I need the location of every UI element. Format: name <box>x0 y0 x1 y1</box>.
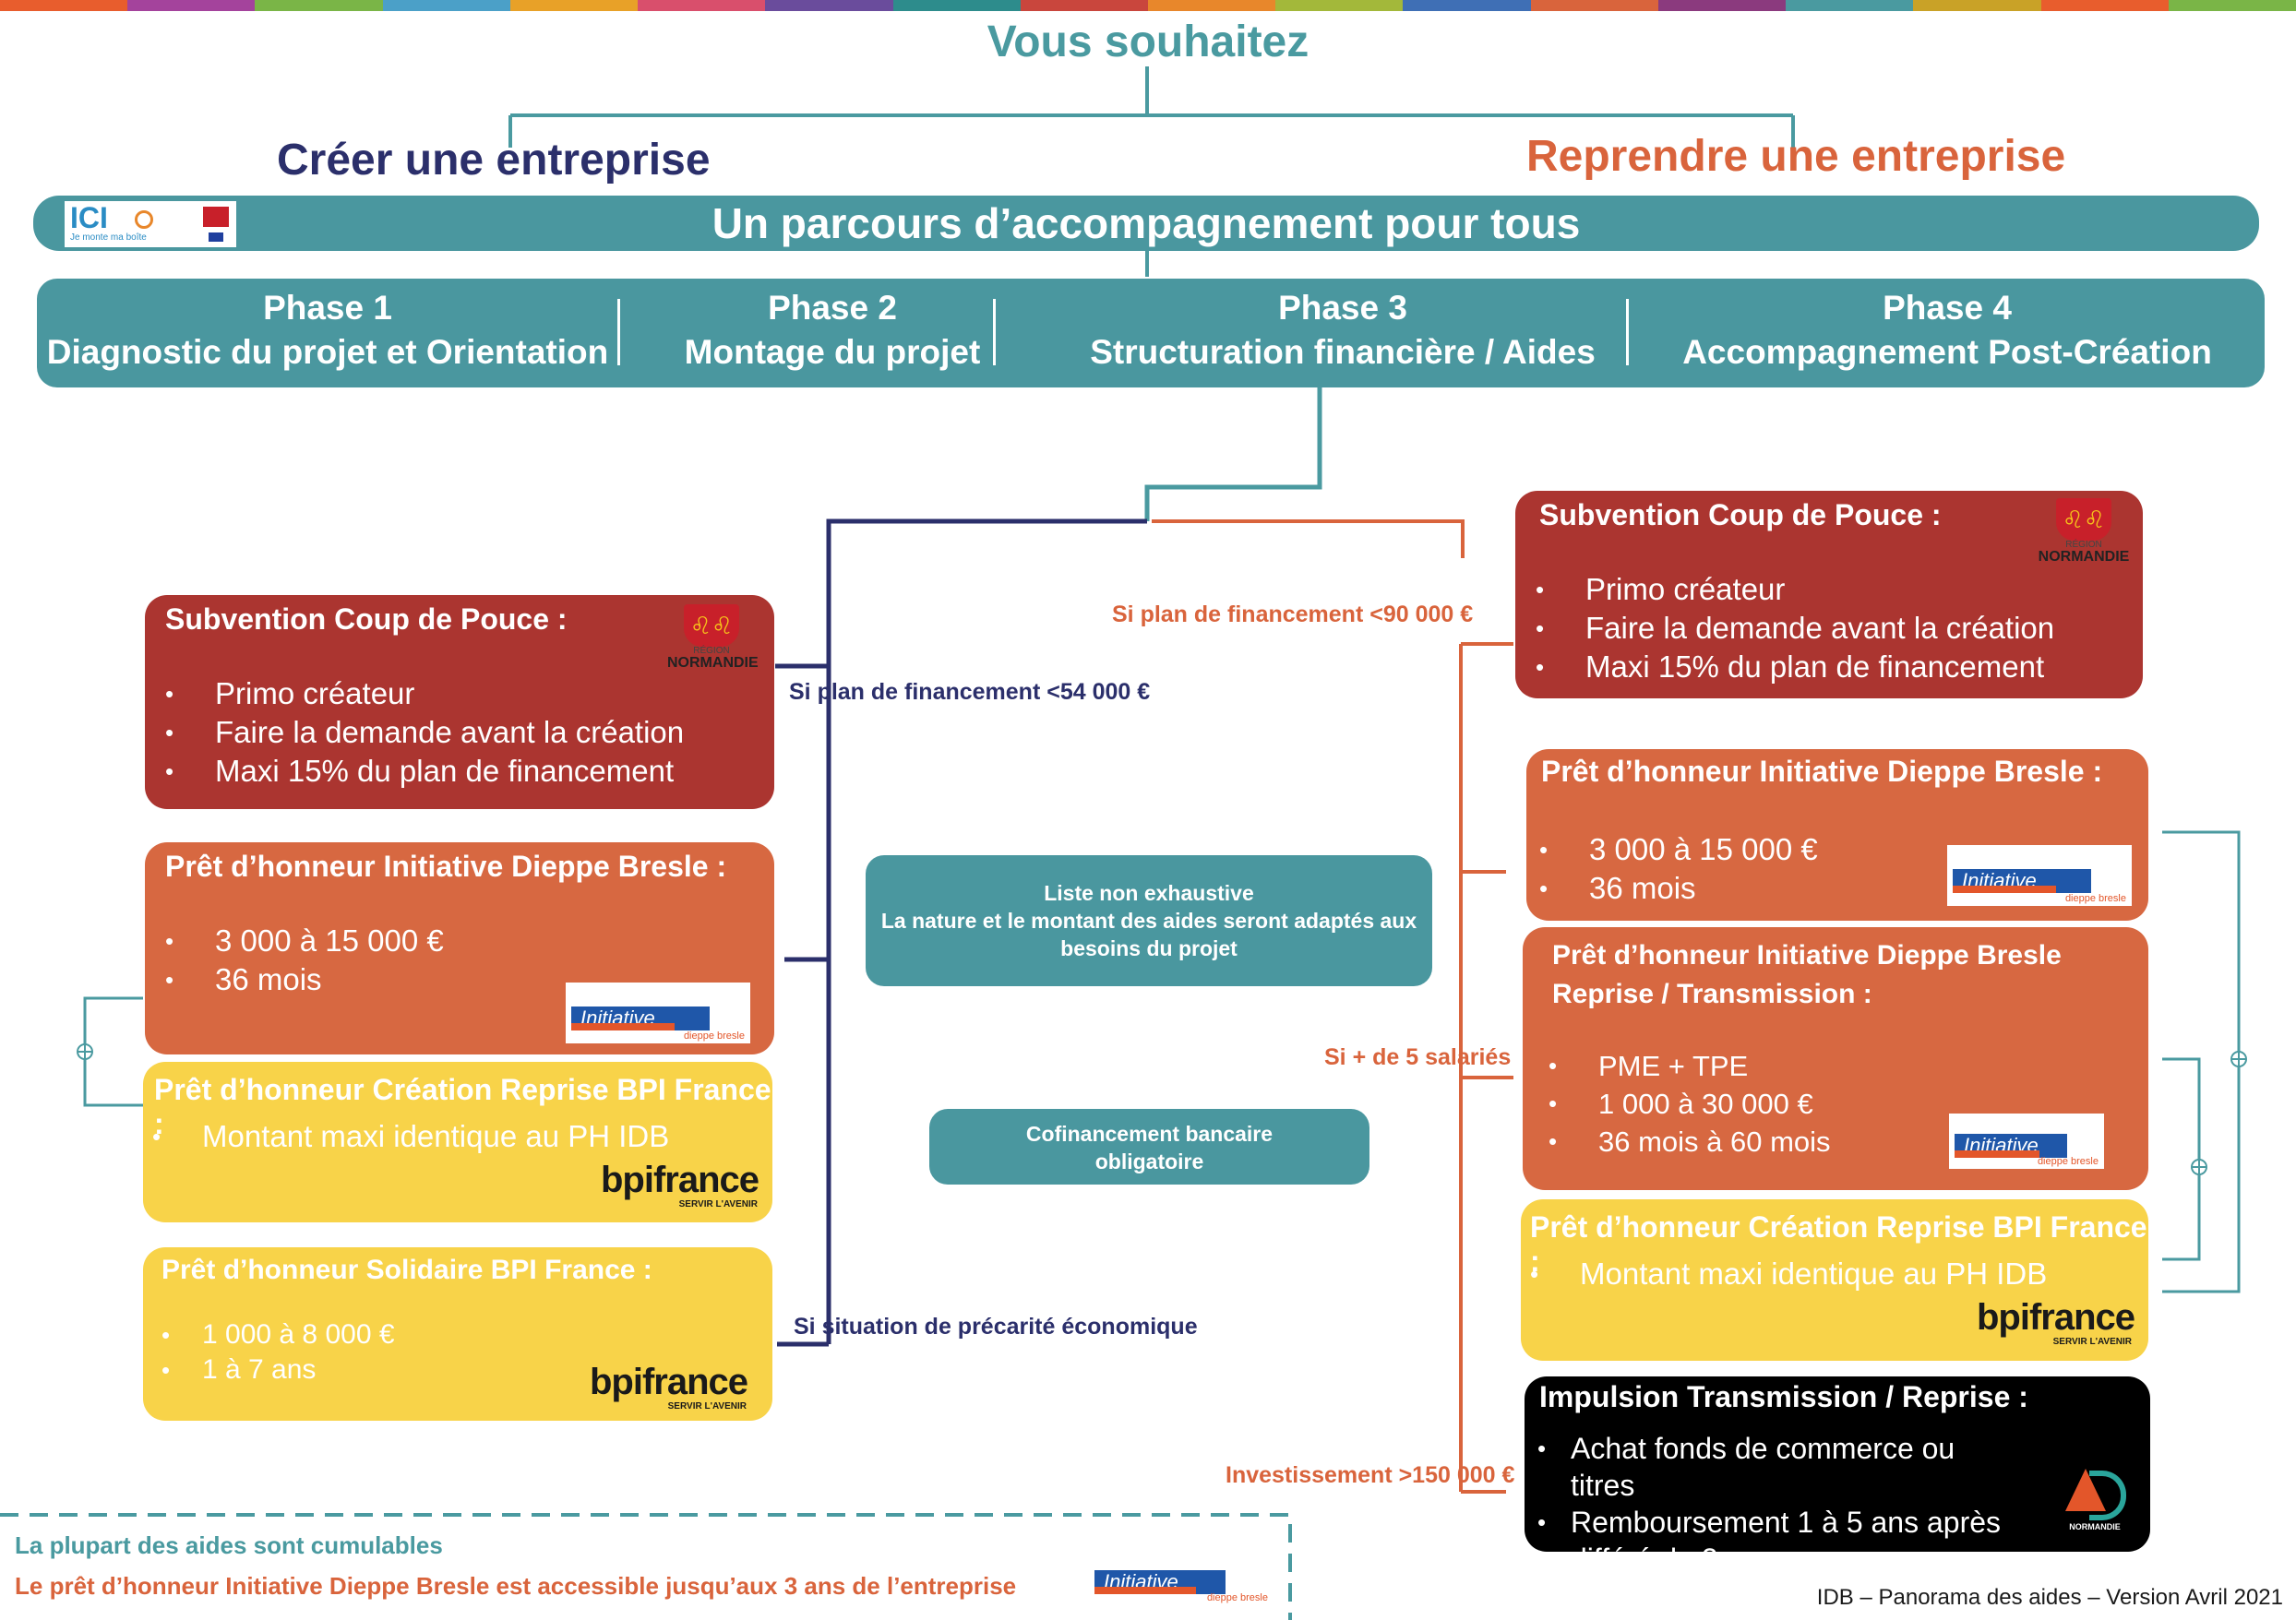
condition-left-precarite: Si situation de précarité économique <box>794 1314 1198 1340</box>
branch-creer-label: Créer une entreprise <box>277 136 711 185</box>
right-subvention-box: Subvention Coup de Pouce : ♌♌ RÉGION NOR… <box>1515 491 2143 698</box>
strip-segment <box>2168 0 2296 11</box>
footer-acces: Le prêt d’honneur Initiative Dieppe Bres… <box>15 1572 1017 1600</box>
page-title: Vous souhaitez <box>987 18 1309 66</box>
list-item: Montant maxi identique au PH IDB <box>152 1117 669 1156</box>
strip-segment <box>1786 0 1914 11</box>
list-item: 1 à 7 ans <box>161 1352 395 1388</box>
list-item: Montant maxi identique au PH IDB <box>1530 1255 2047 1293</box>
initiative-logo: Initiative dieppe bresle <box>1947 845 2132 906</box>
list-item: Primo créateur <box>165 674 684 713</box>
right-pret-idb-title: Prêt d’honneur Initiative Dieppe Bresle … <box>1541 755 2103 788</box>
list-item: 3 000 à 15 000 € <box>1539 830 1818 869</box>
region-normandie-logo: ♌♌ RÉGION NORMANDIE <box>667 604 759 671</box>
right-pret-reprise-list: PME + TPE 1 000 à 30 000 € 36 mois à 60 … <box>1549 1047 1831 1161</box>
strip-segment <box>1020 0 1148 11</box>
left-pret-bpi-list: Montant maxi identique au PH IDB <box>152 1117 669 1156</box>
list-item: 1 000 à 8 000 € <box>161 1317 395 1352</box>
strip-segment <box>509 0 639 11</box>
list-item: Faire la demande avant la création <box>165 713 684 752</box>
strip-segment <box>1147 0 1276 11</box>
right-subvention-title: Subvention Coup de Pouce : <box>1539 498 1942 531</box>
parcours-title: Un parcours d’accompagnement pour tous <box>712 199 1581 247</box>
region-normandie-logo: ♌♌ RÉGION NORMANDIE <box>2038 498 2130 565</box>
left-subvention-title: Subvention Coup de Pouce : <box>165 602 568 636</box>
bpifrance-logo: bpifrance SERVIR L'AVENIR <box>582 1360 754 1415</box>
right-pret-reprise-title: Prêt d’honneur Initiative Dieppe Bresle … <box>1552 940 2062 1009</box>
right-subvention-list: Primo créateur Faire la demande avant la… <box>1536 570 2054 686</box>
list-item: PME + TPE <box>1549 1047 1831 1085</box>
initiative-logo: Initiative dieppe bresle <box>1949 1114 2104 1169</box>
list-item: 36 mois à 60 mois <box>1549 1123 1831 1161</box>
right-impulsion-list: Achat fonds de commerce ou titres Rembou… <box>1537 1430 2017 1578</box>
left-pret-bpi-box: Prêt d’honneur Création Reprise BPI Fran… <box>143 1062 772 1222</box>
left-pret-idb-list: 3 000 à 15 000 € 36 mois <box>165 922 444 999</box>
bpifrance-logo: bpifrance SERVIR L'AVENIR <box>1969 1295 2139 1351</box>
right-pret-idb-list: 3 000 à 15 000 € 36 mois <box>1539 830 1818 908</box>
list-item: Remboursement 1 à 5 ans après différé de… <box>1537 1504 2017 1578</box>
left-pret-solidaire-box: Prêt d’honneur Solidaire BPI France : 1 … <box>143 1247 772 1421</box>
strip-segment <box>1657 0 1787 11</box>
right-pret-bpi-box: Prêt d’honneur Création Reprise BPI Fran… <box>1521 1199 2148 1361</box>
strip-segment <box>0 0 128 11</box>
strip-segment <box>382 0 510 11</box>
list-item: 36 mois <box>165 960 444 999</box>
right-pret-bpi-list: Montant maxi identique au PH IDB <box>1530 1255 2047 1293</box>
list-item: 36 mois <box>1539 869 1818 908</box>
strip-segment <box>638 0 766 11</box>
initiative-logo: Initiative dieppe bresle <box>1089 1559 1274 1607</box>
strip-segment <box>1530 0 1658 11</box>
top-color-strip <box>0 0 2296 11</box>
cofinancement-box: Cofinancement bancaire obligatoire <box>929 1109 1369 1185</box>
strip-segment <box>255 0 383 11</box>
strip-segment <box>765 0 893 11</box>
footer-cumulable: La plupart des aides sont cumulables <box>15 1531 443 1559</box>
condition-right-salaries: Si + de 5 salariés <box>1324 1044 1512 1070</box>
list-item: 3 000 à 15 000 € <box>165 922 444 960</box>
left-pret-solidaire-list: 1 000 à 8 000 € 1 à 7 ans <box>161 1317 395 1388</box>
list-item: Maxi 15% du plan de financement <box>165 752 684 791</box>
left-pret-idb-box: Prêt d’honneur Initiative Dieppe Bresle … <box>145 842 774 1054</box>
right-impulsion-box: Impulsion Transmission / Reprise : Achat… <box>1525 1376 2150 1576</box>
list-item: Achat fonds de commerce ou titres <box>1537 1430 2017 1504</box>
list-item: 1 000 à 30 000 € <box>1549 1085 1831 1123</box>
condition-right-invest: Investissement >150 000 € <box>1226 1462 1515 1488</box>
left-subvention-box: Subvention Coup de Pouce : ♌♌ RÉGION NOR… <box>145 595 774 809</box>
strip-segment <box>1403 0 1531 11</box>
list-item: Maxi 15% du plan de financement <box>1536 648 2054 686</box>
right-pret-reprise-box: Prêt d’honneur Initiative Dieppe Bresle … <box>1523 927 2148 1190</box>
right-pret-bpi-title: Prêt d’honneur Création Reprise BPI Fran… <box>1530 1210 2147 1278</box>
condition-left-plan: Si plan de financement <54 000 € <box>789 679 1151 705</box>
strip-segment <box>2040 0 2169 11</box>
strip-segment <box>127 0 256 11</box>
list-item: Primo créateur <box>1536 570 2054 609</box>
condition-right-plan: Si plan de financement <90 000 € <box>1112 602 1474 627</box>
branch-reprendre-label: Reprendre une entreprise <box>1526 132 2066 181</box>
left-subvention-list: Primo créateur Faire la demande avant la… <box>165 674 684 791</box>
right-impulsion-title: Impulsion Transmission / Reprise : <box>1539 1380 2028 1413</box>
right-pret-idb-box: Prêt d’honneur Initiative Dieppe Bresle … <box>1526 749 2148 921</box>
left-pret-idb-title: Prêt d’honneur Initiative Dieppe Bresle … <box>165 850 727 883</box>
strip-segment <box>1913 0 2041 11</box>
left-pret-solidaire-title: Prêt d’honneur Solidaire BPI France : <box>161 1255 652 1285</box>
footer-version: IDB – Panorama des aides – Version Avril… <box>1816 1585 2283 1610</box>
center-note-box: Liste non exhaustive La nature et le mon… <box>866 855 1432 986</box>
ici-logo: ICI Je monte ma boîte <box>65 201 236 247</box>
parcours-banner: ICI Je monte ma boîte Un parcours d’acco… <box>33 196 2259 251</box>
initiative-logo: Initiative dieppe bresle <box>566 983 750 1043</box>
strip-segment <box>1275 0 1404 11</box>
strip-segment <box>892 0 1021 11</box>
bpifrance-logo: bpifrance SERVIR L'AVENIR <box>593 1158 765 1213</box>
list-item: Faire la demande avant la création <box>1536 609 2054 648</box>
ad-normandie-logo: NORMANDIE <box>2056 1467 2134 1541</box>
